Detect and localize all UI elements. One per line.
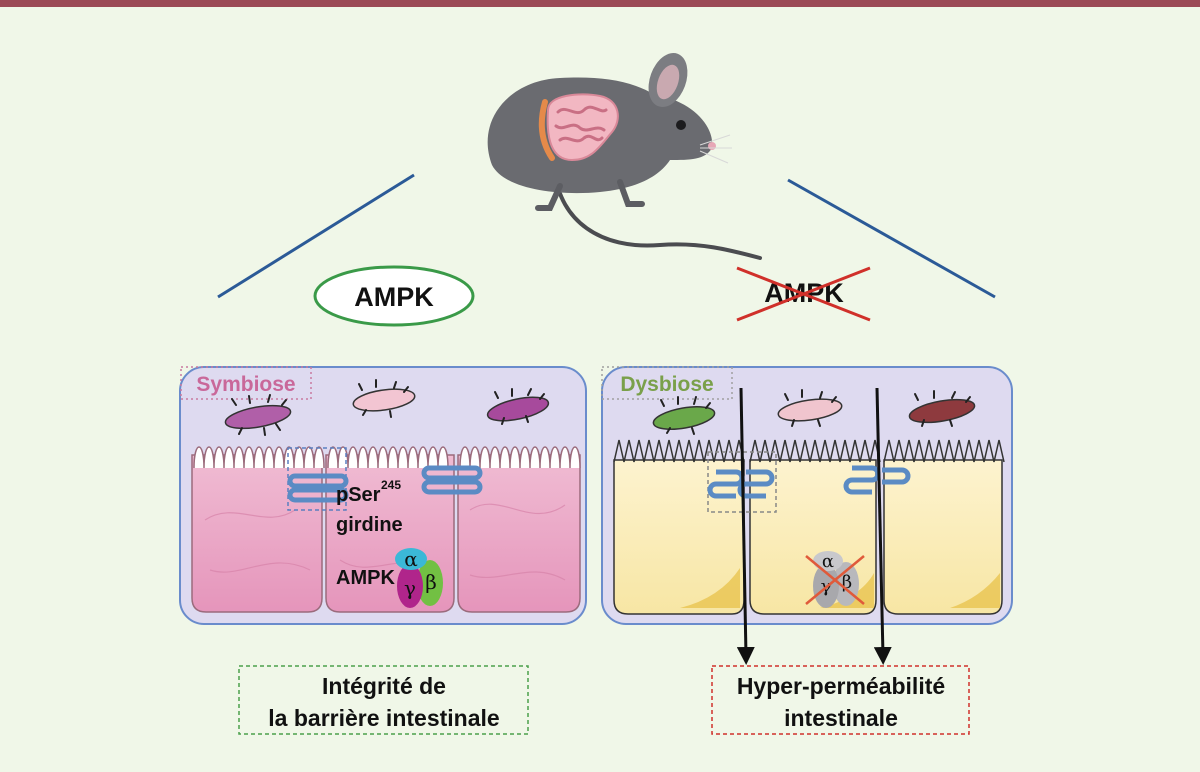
beta-label-inactive: β — [842, 572, 852, 593]
girdine-label: girdine — [336, 514, 403, 536]
tight-junction-left — [287, 465, 483, 503]
ampk-complex-inactive-icon: α γ β — [805, 551, 865, 608]
integrity-line1: Intégrité de — [322, 673, 446, 699]
permeability-arrow — [736, 387, 755, 665]
mouse-back-leg — [535, 183, 563, 211]
junction-zoom-box — [287, 447, 347, 511]
hyperpermeability-box — [711, 665, 970, 735]
ampk-cell-label: AMPK — [336, 567, 395, 589]
dysbiose-label-box — [601, 366, 733, 400]
hyper-line2: intestinale — [784, 705, 898, 731]
inactive-cross-mark — [805, 555, 865, 605]
ampk-complex-icon: α γ β — [395, 547, 443, 608]
right-branch-line — [787, 178, 996, 299]
bacteria-left — [224, 379, 550, 436]
ampk-label-left: AMPK — [354, 282, 434, 312]
bacterium — [777, 398, 843, 422]
microvilli-right — [613, 439, 1005, 463]
cell-shading — [680, 568, 1000, 608]
ampk-cross-mark — [736, 266, 871, 322]
mouse-whiskers — [699, 134, 732, 164]
bacterium — [224, 404, 292, 430]
hyper-line1: Hyper-perméabilité — [737, 673, 945, 699]
beta-label: β — [425, 570, 437, 594]
mouse-front-leg — [617, 179, 645, 207]
epithelial-cell — [457, 454, 581, 613]
ampk-ellipse — [313, 265, 475, 327]
bacterium — [908, 398, 976, 424]
integrity-line2: la barrière intestinale — [268, 705, 499, 731]
mouse-nose — [708, 142, 716, 150]
bacterium — [652, 406, 716, 430]
bacteria-right — [652, 389, 976, 435]
top-bar — [0, 0, 1200, 7]
bacterium — [486, 396, 550, 422]
epithelial-cells-right — [613, 439, 1005, 615]
mouse-tail — [553, 170, 762, 260]
symbiose-panel: Symbiose — [179, 366, 587, 625]
integrity-box — [238, 665, 529, 735]
dysbiose-label: Dysbiose — [620, 373, 713, 396]
pser-superscript: 245 — [381, 478, 401, 492]
intestines-icon — [538, 93, 619, 162]
left-branch-line — [217, 173, 415, 299]
bacterium — [352, 388, 416, 412]
pser-label: pSer — [336, 484, 381, 506]
symbiose-label: Symbiose — [196, 373, 295, 396]
permeability-arrow — [873, 387, 892, 665]
mouse-illustration — [487, 52, 762, 260]
mouse-ear-inner — [656, 64, 680, 100]
alpha-label-inactive: α — [822, 551, 834, 572]
epithelial-cell — [191, 454, 323, 613]
symbiose-label-box — [180, 366, 312, 400]
dysbiose-panel: Dysbiose — [601, 366, 1013, 625]
alpha-label: α — [404, 547, 418, 571]
epithelial-cell — [883, 459, 1003, 615]
mouse-eye — [676, 120, 686, 130]
gamma-label: γ — [404, 576, 416, 600]
